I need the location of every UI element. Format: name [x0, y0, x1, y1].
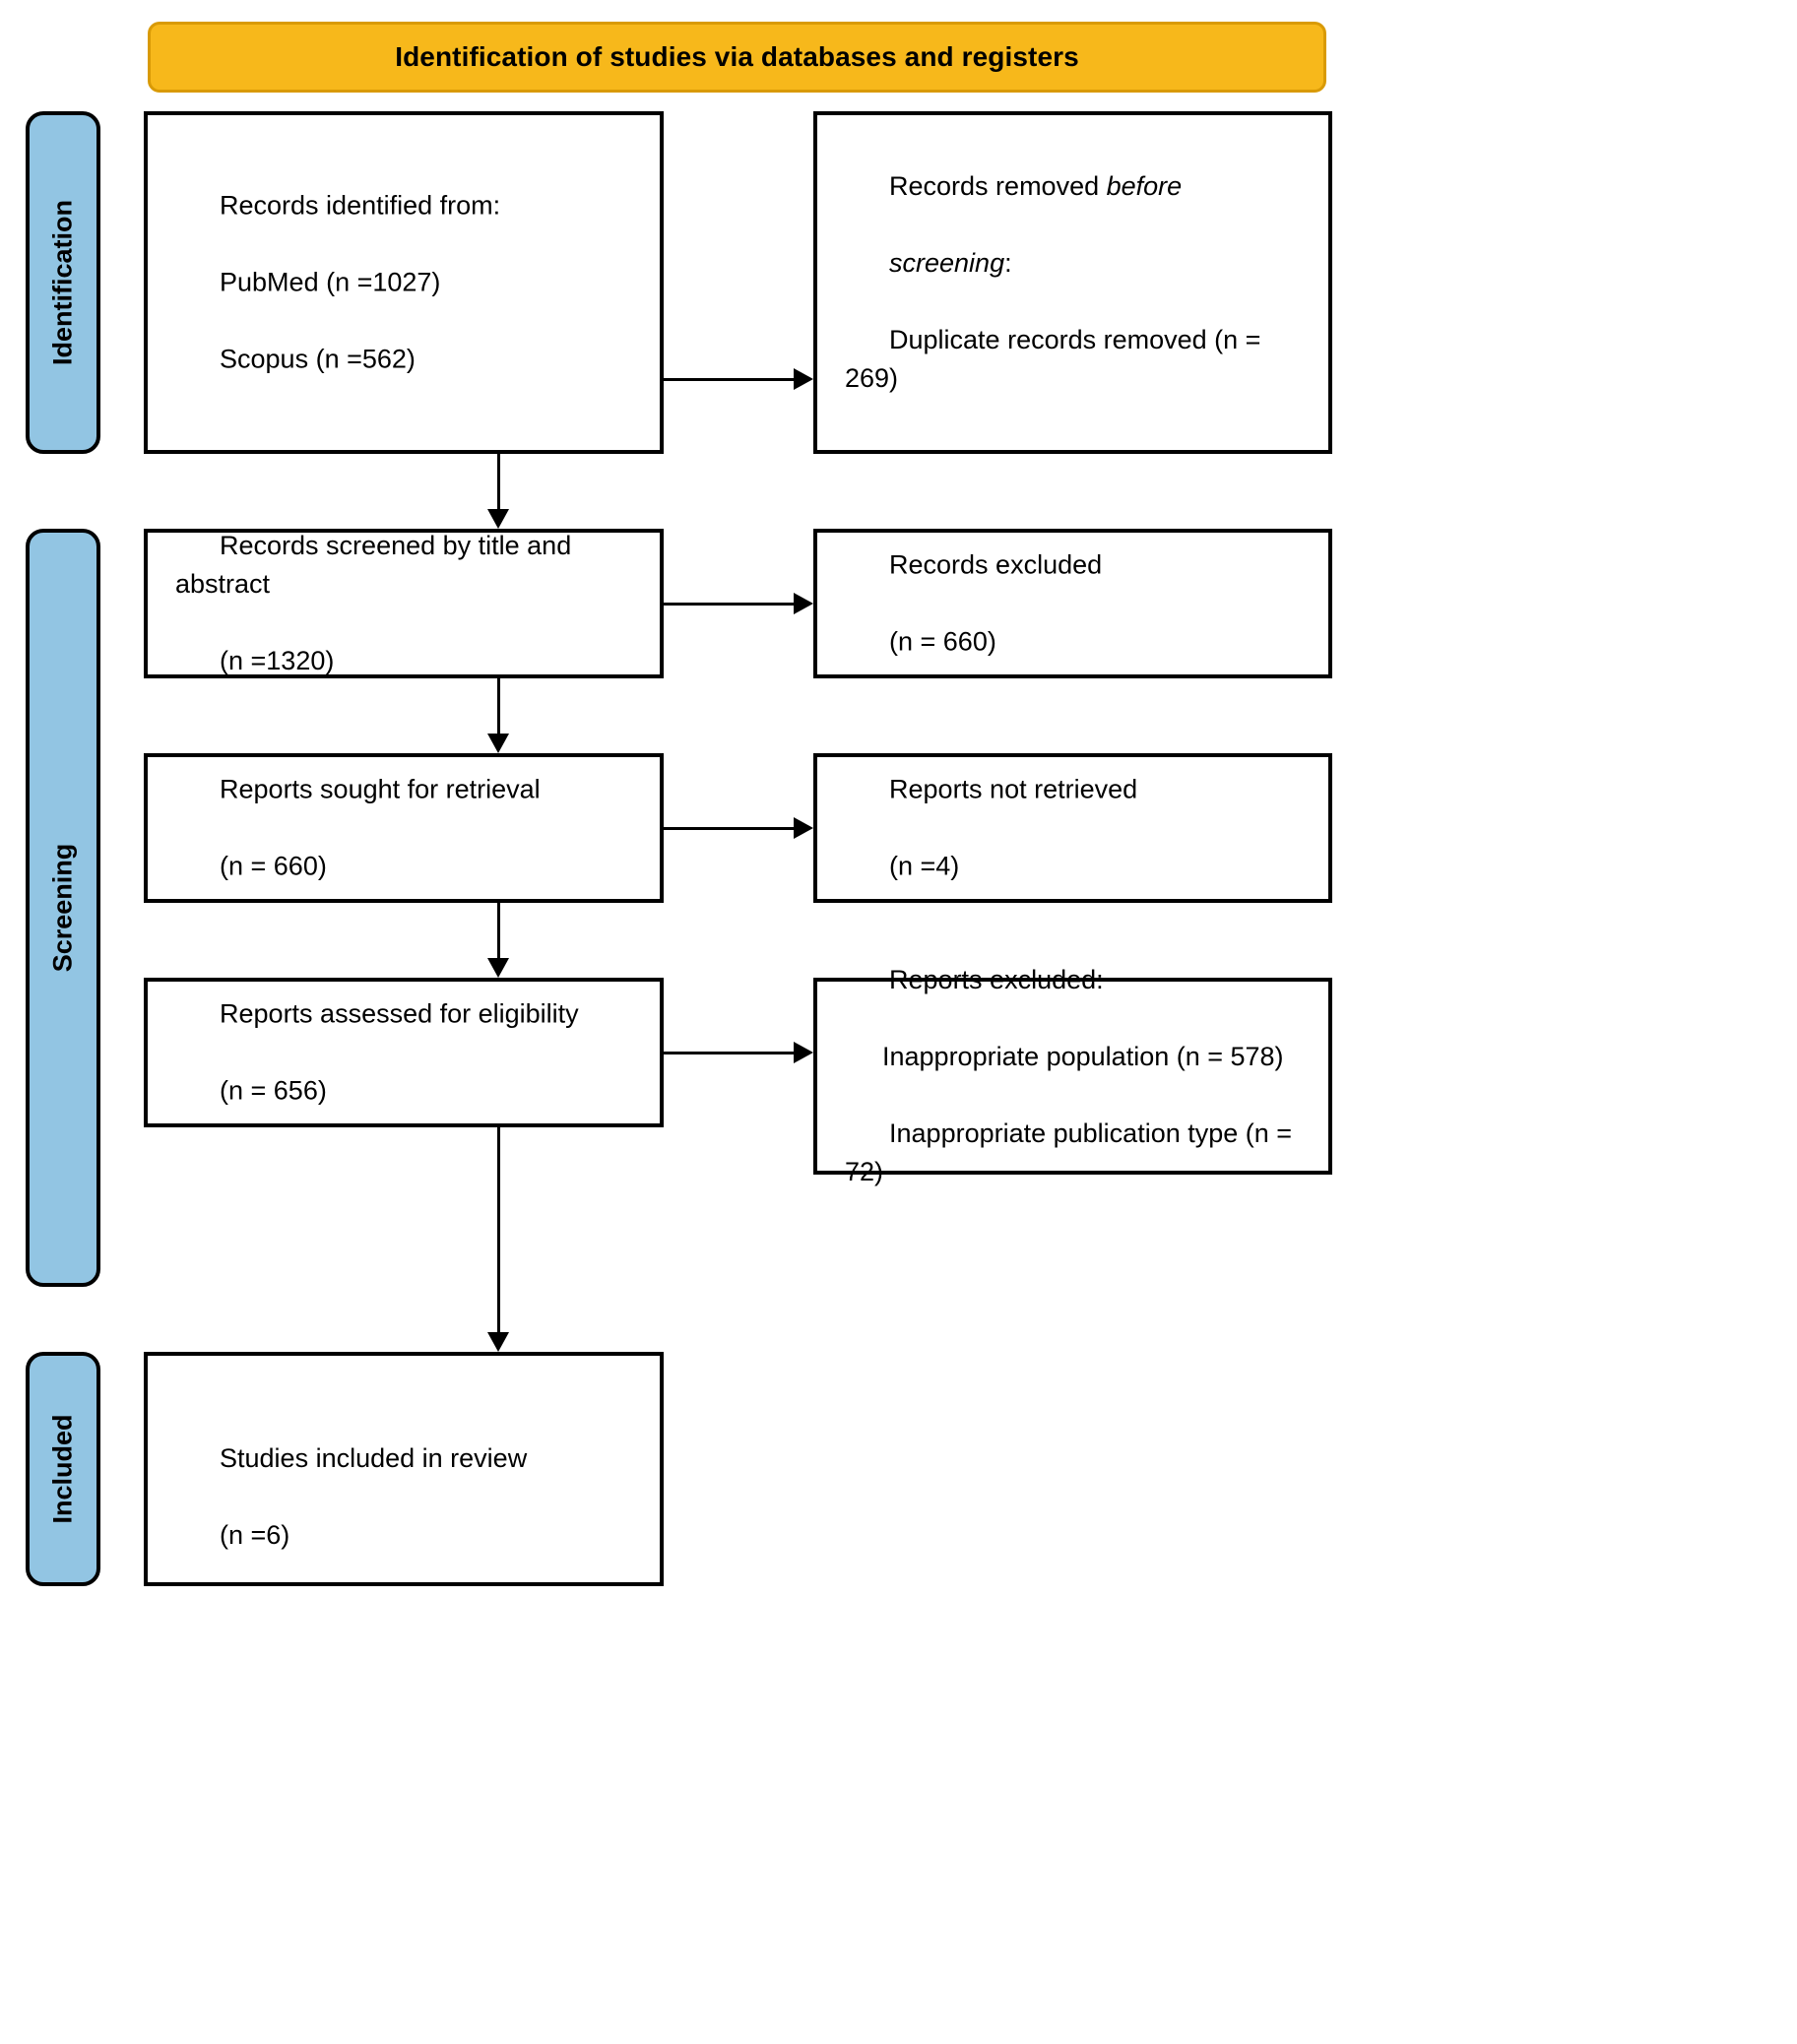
reports-not-retrieved-line1: Reports not retrieved	[889, 774, 1138, 804]
connector-identified-to-screened	[497, 454, 500, 509]
arrowhead-assessed-to-reports-excluded	[794, 1042, 813, 1063]
records-identified-line1: Records identified from:	[220, 190, 501, 221]
box-reports-assessed-text: Reports assessed for eligibility (n = 65…	[175, 957, 646, 1149]
arrowhead-screened-to-sought	[487, 734, 509, 753]
phase-label-identification-text: Identification	[47, 200, 78, 365]
records-removed-emphasis-before: before	[1106, 171, 1183, 201]
box-records-excluded: Records excluded (n = 660)	[813, 529, 1332, 678]
records-excluded-line2: (n = 660)	[889, 626, 996, 657]
arrowhead-screened-to-excluded	[794, 593, 813, 614]
box-reports-sought-text: Reports sought for retrieval (n = 660)	[175, 733, 646, 925]
box-reports-excluded: Reports excluded: Inappropriate populati…	[813, 965, 1332, 1186]
records-excluded-line1: Records excluded	[889, 549, 1103, 580]
connector-screened-to-excluded	[664, 603, 794, 606]
connector-identified-to-removed	[664, 378, 794, 381]
records-screened-line1: Records screened by title and abstract	[175, 531, 579, 599]
box-reports-not-retrieved-text: Reports not retrieved (n =4)	[845, 733, 1315, 925]
box-reports-sought: Reports sought for retrieval (n = 660)	[144, 753, 664, 903]
box-studies-included: Studies included in review (n =6)	[144, 1352, 664, 1586]
box-reports-assessed: Reports assessed for eligibility (n = 65…	[144, 978, 664, 1127]
box-records-excluded-text: Records excluded (n = 660)	[845, 508, 1315, 700]
box-studies-included-text: Studies included in review (n =6)	[175, 1401, 646, 1593]
connector-sought-to-assessed	[497, 903, 500, 958]
box-records-removed-text: Records removed before screening: Duplic…	[845, 129, 1315, 436]
arrowhead-sought-to-assessed	[487, 958, 509, 978]
records-screened-line2: (n =1320)	[220, 646, 335, 675]
reports-excluded-line3: Inappropriate publication type (n = 72)	[845, 1118, 1300, 1186]
banner-title: Identification of studies via databases …	[395, 41, 1079, 72]
arrowhead-assessed-to-included	[487, 1332, 509, 1352]
reports-sought-line2: (n = 660)	[220, 851, 327, 881]
box-records-identified: Records identified from: PubMed (n =1027…	[144, 111, 664, 454]
records-identified-line2: PubMed (n =1027)	[220, 267, 441, 297]
arrowhead-identified-to-removed	[794, 368, 813, 390]
records-removed-line3: Duplicate records removed (n = 269)	[845, 325, 1268, 393]
reports-assessed-line1: Reports assessed for eligibility	[220, 998, 579, 1029]
studies-included-line2: (n =6)	[220, 1520, 290, 1550]
connector-assessed-to-reports-excluded	[664, 1052, 794, 1054]
box-records-screened: Records screened by title and abstract (…	[144, 529, 664, 678]
connector-sought-to-not-retrieved	[664, 827, 794, 830]
box-records-removed: Records removed before screening: Duplic…	[813, 111, 1332, 454]
records-identified-line3: Scopus (n =562)	[220, 344, 416, 374]
studies-included-line1: Studies included in review	[220, 1443, 528, 1473]
box-reports-not-retrieved: Reports not retrieved (n =4)	[813, 753, 1332, 903]
box-reports-excluded-text: Reports excluded: Inappropriate populati…	[845, 923, 1315, 1230]
connector-assessed-to-included	[497, 1127, 500, 1332]
box-records-identified-text: Records identified from: PubMed (n =1027…	[175, 149, 646, 417]
arrowhead-sought-to-not-retrieved	[794, 817, 813, 839]
reports-excluded-line1: Reports excluded:	[889, 965, 1104, 994]
records-removed-emphasis-screening: screening	[889, 248, 1005, 278]
records-removed-colon: :	[1004, 248, 1012, 278]
connector-screened-to-sought	[497, 678, 500, 734]
diagram-header-banner: Identification of studies via databases …	[148, 22, 1326, 93]
arrowhead-identified-to-screened	[487, 509, 509, 529]
phase-label-included: Included	[26, 1352, 100, 1586]
records-removed-line1: Records removed	[889, 171, 1107, 201]
reports-excluded-line2: Inappropriate population (n = 578)	[882, 1042, 1284, 1071]
phase-label-included-text: Included	[47, 1414, 78, 1524]
reports-sought-line1: Reports sought for retrieval	[220, 774, 541, 804]
box-records-screened-text: Records screened by title and abstract (…	[175, 488, 646, 719]
phase-label-screening: Screening	[26, 529, 100, 1287]
phase-label-identification: Identification	[26, 111, 100, 454]
reports-assessed-line2: (n = 656)	[220, 1075, 327, 1106]
reports-not-retrieved-line2: (n =4)	[889, 851, 960, 881]
phase-label-screening-text: Screening	[47, 843, 78, 973]
